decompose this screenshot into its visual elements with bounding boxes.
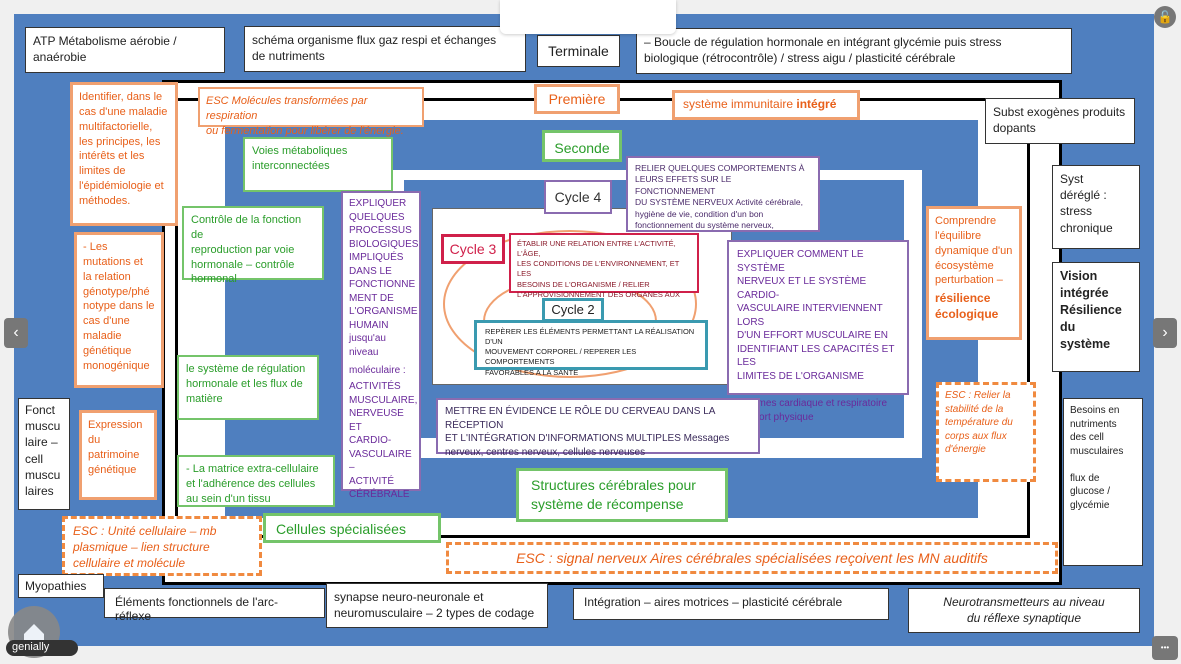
- identifier-box: Identifier, dans le cas d'une maladie mu…: [70, 82, 178, 226]
- fonct-box: Fonct muscu laire – cell muscu laires: [18, 398, 70, 510]
- immunitaire-box: système immunitaire intégré: [672, 90, 860, 120]
- atp-box: ATP Métabolisme aérobie / anaérobie: [25, 27, 225, 73]
- etablir-box: ÉTABLIR UNE RELATION ENTRE L'ACTIVITÉ, L…: [509, 233, 699, 299]
- home-icon: [24, 624, 44, 644]
- systeme-regulation-box: le système de régulation hormonale et le…: [177, 355, 319, 420]
- controle-box: Contrôle de la fonction de reproduction …: [182, 206, 324, 285]
- resilience-text: résilience écologique: [935, 291, 999, 322]
- immunitaire-bold: intégré: [796, 97, 837, 111]
- activites-text: ACTIVITÉS MUSCULAIRE, NERVEUSE ET CARDIO…: [349, 381, 418, 500]
- cycle4-label: Cycle 4: [544, 180, 612, 214]
- elements-box: Éléments fonctionnels de l'arc-réflexe: [104, 588, 325, 623]
- esc-molecules-box: ESC Molécules transformées par respirati…: [198, 87, 424, 137]
- cellules-box: Cellules spécialisées: [263, 513, 441, 543]
- comprendre-box: Comprendre l'équilibre dynamique d'un éc…: [926, 206, 1022, 340]
- expliquer-systeme-box: EXPLIQUER COMMENT LE SYSTÈME NERVEUX ET …: [727, 240, 909, 423]
- myopathies-box: Myopathies: [18, 574, 104, 598]
- premiere-label: Première: [534, 84, 620, 114]
- prev-button[interactable]: ‹: [4, 318, 28, 348]
- esc-unite-box: ESC : Unité cellulaire – mb plasmique – …: [62, 516, 262, 576]
- esc-signal-box: ESC : signal nerveux Aires cérébrales sp…: [446, 542, 1058, 574]
- vision-box: Vision intégrée Résilience du système: [1052, 262, 1140, 372]
- expression-box: Expression du patrimoine génétique: [79, 410, 157, 500]
- mutations-box: - Les mutations et la relation génotype/…: [74, 232, 164, 388]
- schema-box: schéma organisme flux gaz respi et échan…: [244, 26, 526, 72]
- syst-box: Syst déréglé : stress chronique: [1052, 165, 1140, 249]
- mettre-box: METTRE EN ÉVIDENCE LE RÔLE DU CERVEAU DA…: [436, 398, 760, 458]
- comprendre-text: Comprendre l'équilibre dynamique d'un éc…: [935, 215, 1013, 287]
- matrice-box: - La matrice extra-cellulaire et l'adhér…: [177, 455, 335, 507]
- boucle-box: – Boucle de régulation hormonale en inté…: [636, 28, 1072, 74]
- neuro-box: Neurotransmetteurs au niveau du réflexe …: [908, 588, 1140, 633]
- voies-box: Voies métaboliques interconnectées: [243, 137, 393, 192]
- cycle3-ellipse: [443, 230, 697, 378]
- top-tab[interactable]: [500, 0, 676, 34]
- relier-box: RELIER QUELQUES COMPORTEMENTS À LEURS EF…: [626, 156, 820, 232]
- moleculaire-text: moléculaire :: [349, 365, 406, 376]
- expliquer-processus-box: EXPLIQUER QUELQUES PROCESSUS BIOLOGIQUES…: [341, 191, 421, 500]
- structures-box: Structures cérébrales pour système de ré…: [516, 468, 728, 522]
- unlock-icon[interactable]: 🔓: [1154, 6, 1176, 28]
- genially-logo[interactable]: genially: [6, 640, 78, 656]
- immunitaire-text: système immunitaire: [683, 97, 797, 111]
- esc-relier-box: ESC : Relier la stabilité de la températ…: [936, 382, 1036, 482]
- subst-box: Subst exogènes produits dopants: [985, 98, 1135, 144]
- more-button[interactable]: •••: [1152, 636, 1178, 660]
- reperer-box: REPÈRER LES ÉLÉMENTS PERMETTANT LA RÉALI…: [474, 320, 708, 377]
- terminale-label: Terminale: [537, 35, 620, 67]
- integration-box: Intégration – aires motrices – plasticit…: [573, 588, 889, 620]
- seconde-label: Seconde: [542, 130, 622, 162]
- rythmes-text: Rythmes cardiaque et respiratoire et eff…: [737, 398, 888, 423]
- cycle3-label: Cycle 3: [441, 234, 505, 264]
- synapse-box: synapse neuro-neuronale et neuromusculai…: [326, 583, 548, 628]
- besoins-box: Besoins en nutriments des cell musculair…: [1063, 398, 1143, 566]
- cycle2-label: Cycle 2: [542, 298, 604, 322]
- expliquer-systeme-text: EXPLIQUER COMMENT LE SYSTÈME NERVEUX ET …: [737, 249, 895, 382]
- expliquer-processus-text: EXPLIQUER QUELQUES PROCESSUS BIOLOGIQUES…: [349, 198, 419, 358]
- next-button[interactable]: ›: [1153, 318, 1177, 348]
